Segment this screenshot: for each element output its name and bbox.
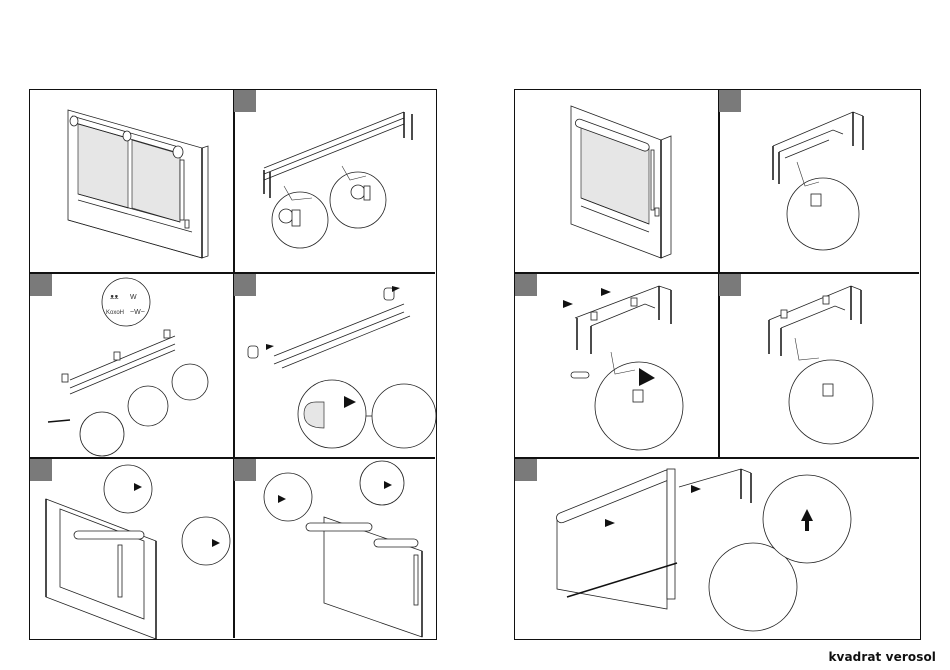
svg-text:~W~: ~W~ xyxy=(130,309,145,316)
bracket-fixing-illustration xyxy=(263,111,413,249)
svg-text:W: W xyxy=(130,294,137,301)
step-marker xyxy=(234,274,256,296)
left-panel-step-5 xyxy=(234,459,438,640)
left-panel-step-2: ᴥᴥ W KoxoH ~W~ xyxy=(30,274,233,457)
brand-logo: kvadrat verosol xyxy=(828,650,936,664)
single-blind-illustration xyxy=(570,105,672,259)
step-marker xyxy=(234,459,256,481)
left-panel-step-3 xyxy=(234,274,438,457)
left-page: ᴥᴥ W KoxoH ~W~ xyxy=(29,89,437,640)
right-panel-step-1 xyxy=(719,90,922,272)
second-roller-illustration xyxy=(263,460,423,638)
step-marker xyxy=(719,90,741,112)
step-marker xyxy=(30,459,52,481)
right-column-divider xyxy=(718,90,720,457)
left-row-divider-2 xyxy=(30,457,435,459)
clip-position-illustration xyxy=(772,111,864,251)
right-row-divider-2 xyxy=(515,457,919,459)
step-marker xyxy=(719,274,741,296)
clip-screw-illustration xyxy=(563,285,684,451)
left-panel-overview xyxy=(30,90,233,272)
step-marker xyxy=(30,274,52,296)
double-blind-illustration xyxy=(67,109,209,259)
left-panel-step-1 xyxy=(234,90,438,272)
right-row-divider-1 xyxy=(515,272,919,274)
step-marker xyxy=(234,90,256,112)
bracket-screw-illustration: ᴥᴥ W KoxoH ~W~ xyxy=(47,277,209,457)
roller-click-illustration xyxy=(556,468,852,632)
svg-text:KoxoH: KoxoH xyxy=(106,310,124,316)
left-row-divider-1 xyxy=(30,272,435,274)
step-marker xyxy=(515,274,537,296)
left-panel-step-4 xyxy=(30,459,233,640)
left-column-divider xyxy=(233,90,235,638)
right-panel-overview xyxy=(515,90,718,272)
right-panel-step-3 xyxy=(719,274,922,457)
right-page xyxy=(514,89,921,640)
right-panel-step-2 xyxy=(515,274,718,457)
clips-mounted-illustration xyxy=(768,285,874,445)
step-marker xyxy=(515,459,537,481)
roller-hook-illustration xyxy=(45,464,231,640)
right-panel-step-4 xyxy=(515,459,922,640)
end-cap-illustration xyxy=(247,286,437,449)
svg-text:ᴥᴥ: ᴥᴥ xyxy=(110,294,119,301)
